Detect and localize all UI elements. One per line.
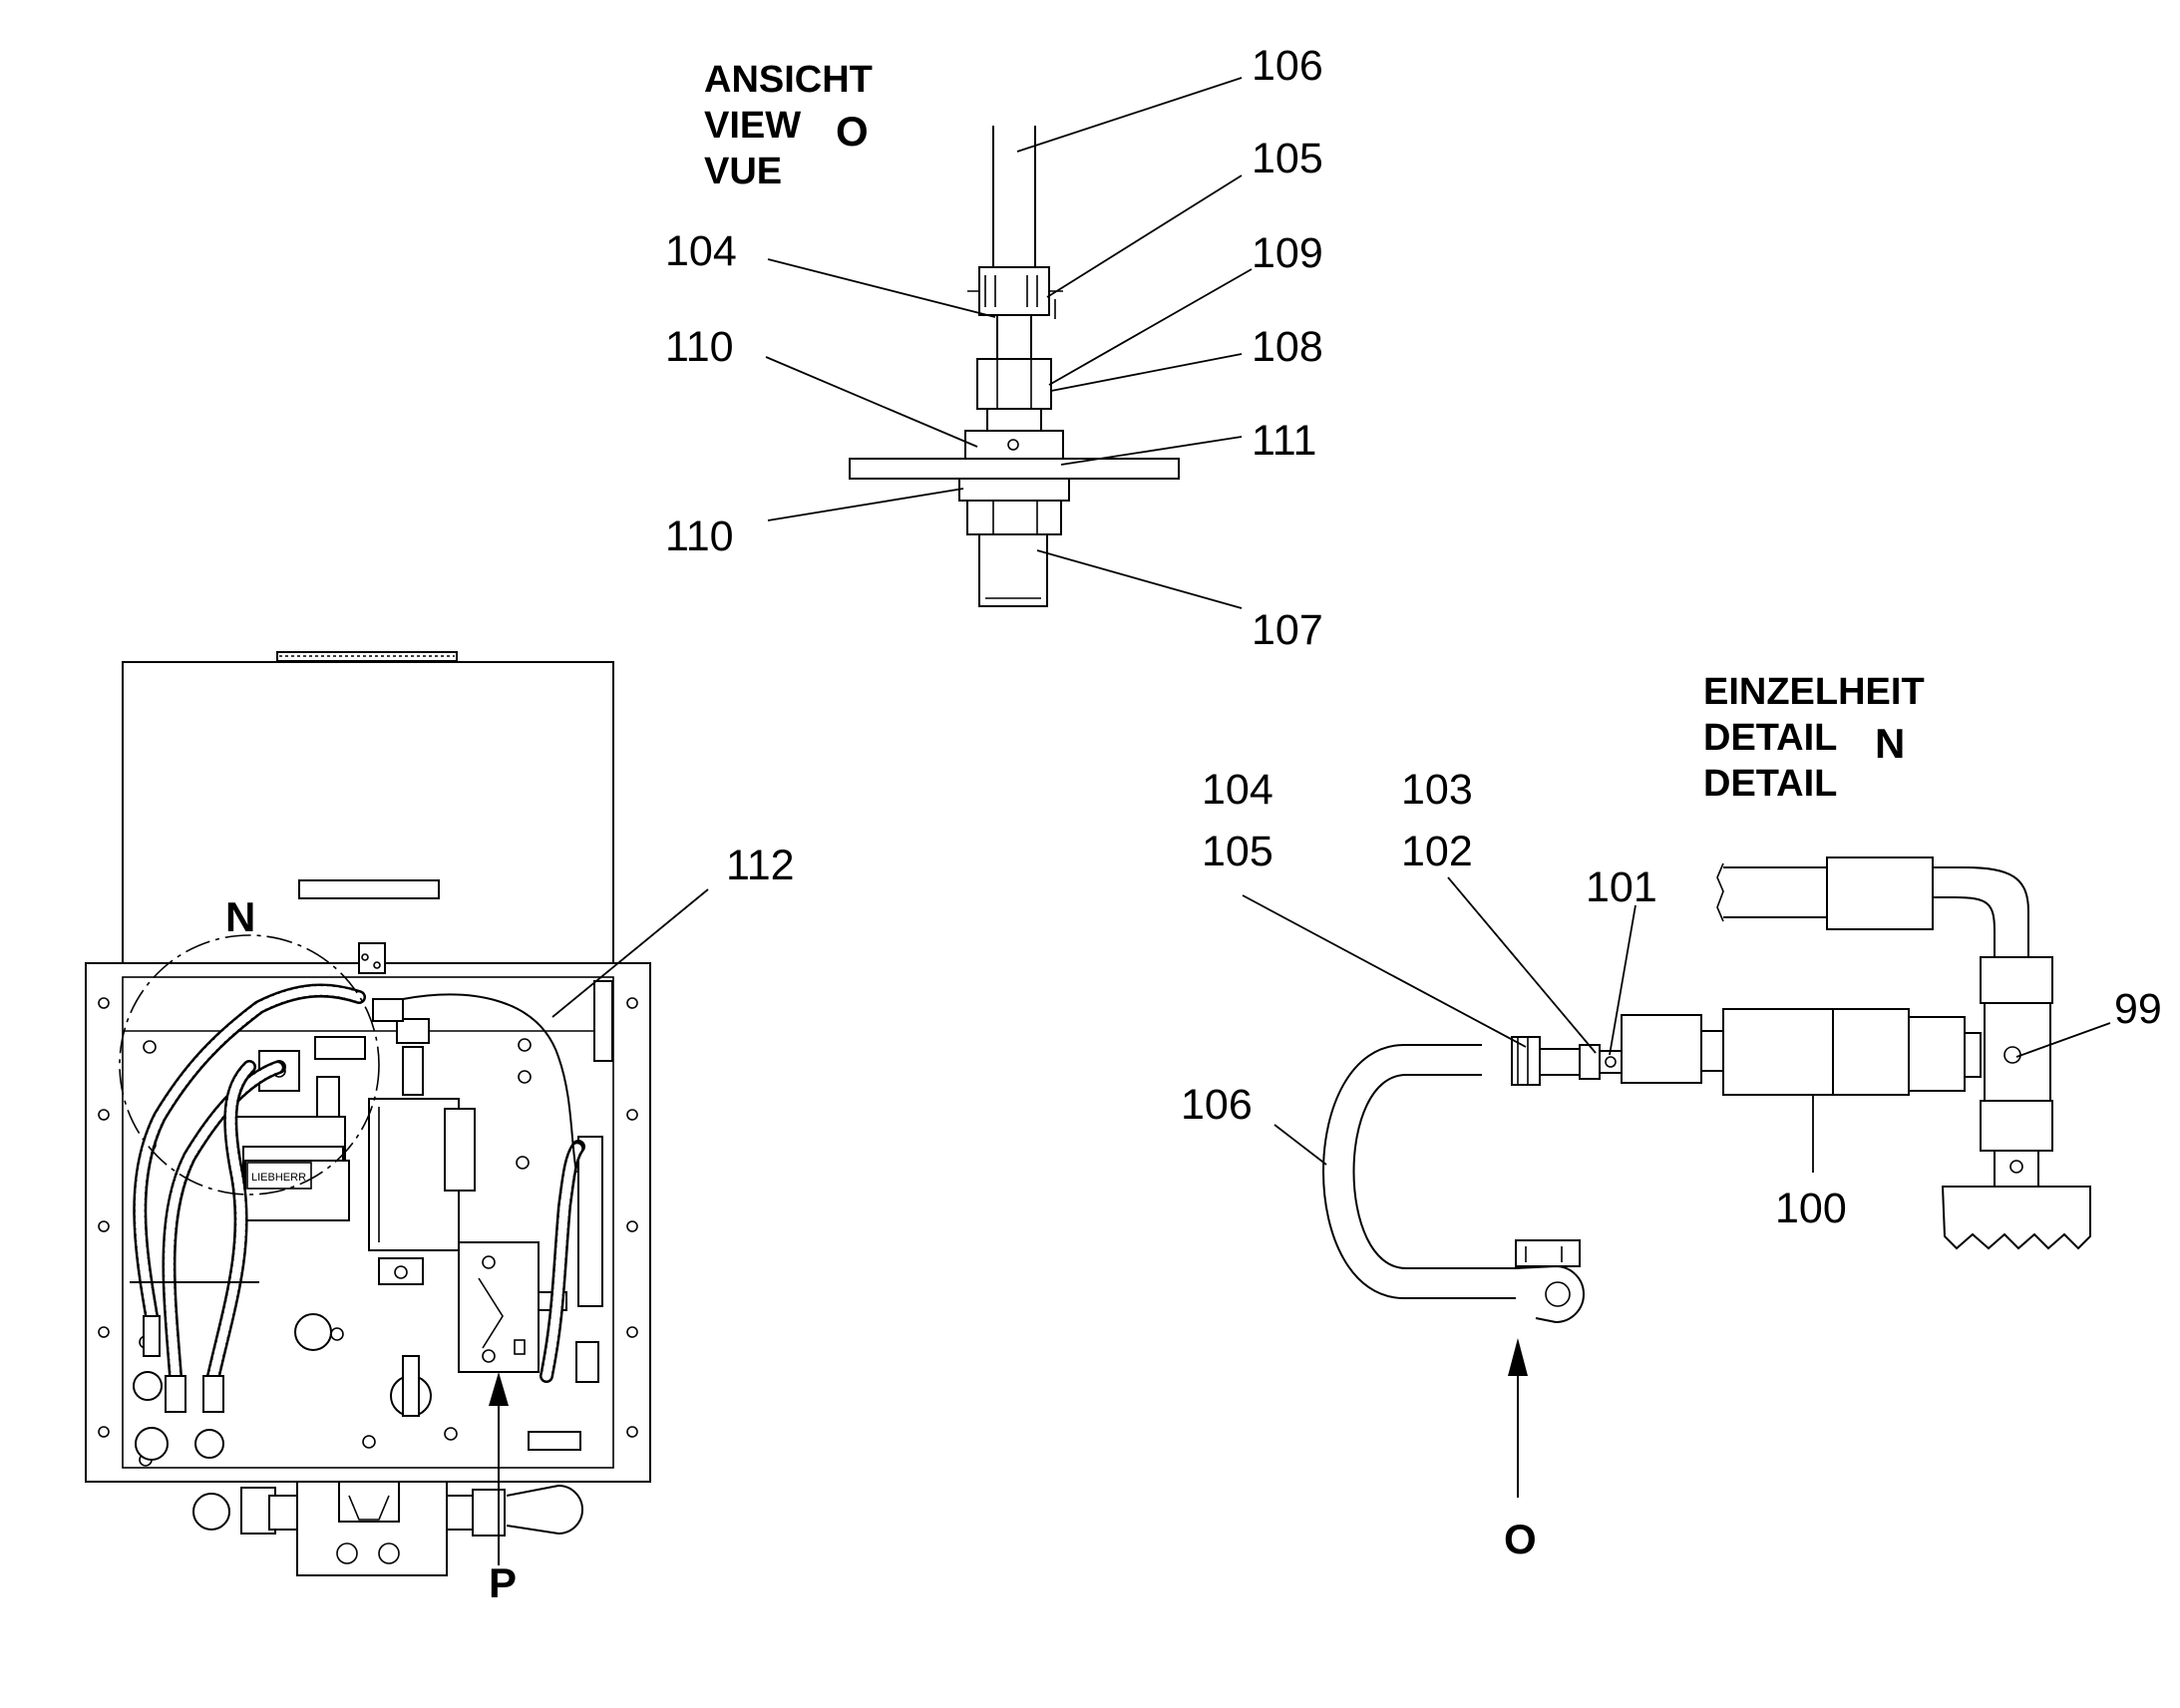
detail-n-callouts: 104 103 105 102 101 99 106 100 [1181, 766, 2162, 1232]
callout-111: 111 [1252, 417, 1316, 465]
callout-109: 109 [1252, 229, 1323, 277]
detail-n-marker: N [225, 893, 255, 940]
callout-105-detail: 105 [1202, 828, 1273, 875]
view-o-arrow-label: O [1504, 1516, 1537, 1562]
view-o-heading-de: ANSICHT [704, 59, 873, 101]
detail-n-leaders [1242, 876, 2111, 1173]
view-p-arrow [489, 1372, 509, 1565]
callout-108: 108 [1252, 323, 1323, 371]
valve-assembly: LIEBHERR [234, 998, 476, 1285]
detail-n-heading-de: EINZELHEIT [1703, 671, 1925, 713]
hose-ends [133, 1315, 224, 1461]
view-o-callouts: 106 105 104 109 110 108 111 110 107 [665, 42, 1323, 654]
detail-n-drawing [1322, 856, 2091, 1324]
view-o-leaders [765, 77, 1253, 609]
detail-n-letter: N [1875, 720, 1905, 767]
cover-lid [122, 651, 614, 978]
view-o-heading: ANSICHT VIEW VUE O [704, 59, 873, 192]
detail-n-heading-en: DETAIL [1703, 717, 1837, 759]
main-view-section: LIEBHERR [85, 651, 795, 1606]
view-p-label: P [489, 1559, 517, 1606]
callout-110-lower: 110 [665, 512, 734, 560]
callout-104: 104 [665, 227, 737, 275]
callout-99: 99 [2114, 985, 2162, 1033]
callout-106: 106 [1252, 42, 1323, 90]
callout-112: 112 [726, 842, 795, 889]
callout-104-detail: 104 [1202, 766, 1273, 814]
hoses [130, 983, 585, 1461]
callout-110-upper: 110 [665, 323, 734, 371]
callout-102: 102 [1401, 828, 1473, 875]
view-o-section: ANSICHT VIEW VUE O [665, 42, 1323, 654]
bottom-manifold [192, 1481, 583, 1576]
view-o-arrow [1508, 1338, 1528, 1498]
view-o-heading-en: VIEW [704, 105, 801, 147]
detail-n-heading-fr: DETAIL [1703, 763, 1837, 805]
view-o-fitting-drawing [849, 126, 1180, 607]
leader-112 [551, 888, 709, 1018]
callout-107: 107 [1252, 606, 1323, 654]
detail-n-circle [119, 934, 380, 1196]
callout-100: 100 [1775, 1185, 1847, 1232]
nameplate-label: LIEBHERR [251, 1172, 306, 1184]
view-o-heading-fr: VUE [704, 151, 782, 192]
switch-box [458, 980, 613, 1451]
detail-n-heading: EINZELHEIT DETAIL DETAIL N [1703, 671, 1925, 805]
detail-n-section: EINZELHEIT DETAIL DETAIL N [1181, 671, 2162, 1562]
callout-105: 105 [1252, 135, 1323, 182]
view-o-letter: O [836, 108, 869, 155]
callout-101: 101 [1586, 863, 1657, 911]
callout-106-detail: 106 [1181, 1081, 1253, 1129]
callout-103: 103 [1401, 766, 1473, 814]
